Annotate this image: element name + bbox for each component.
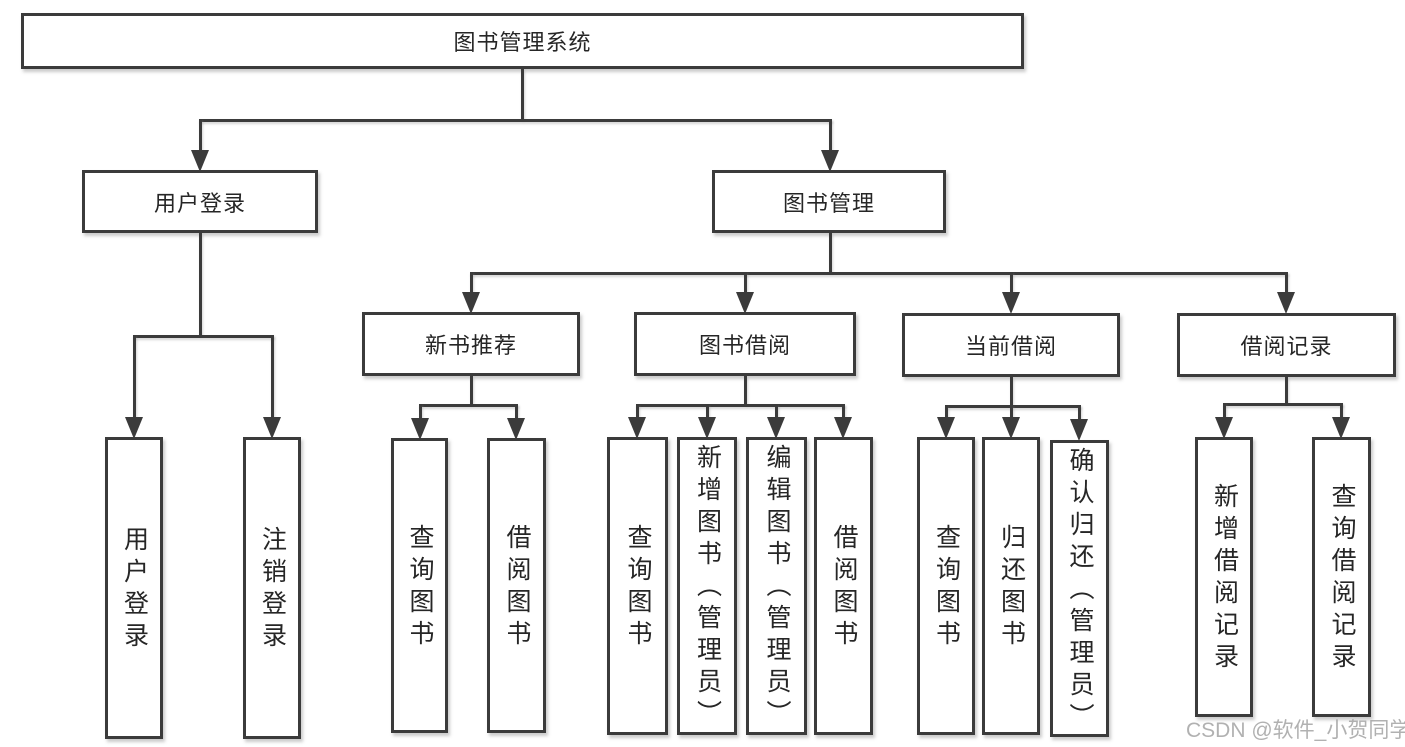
- connector-line: [829, 119, 832, 150]
- node-book-management: 图书管理: [712, 170, 946, 233]
- node-return-books: 归还图书: [982, 437, 1040, 735]
- connector-line: [636, 404, 845, 407]
- node-edit-book-admin: 编辑图书（管理员）: [746, 437, 807, 735]
- connector-line: [1010, 405, 1013, 419]
- connector-line: [1285, 272, 1288, 294]
- connector-line: [199, 233, 202, 335]
- connector-line: [1285, 377, 1288, 403]
- watermark-text: CSDN @软件_小贺同学: [1186, 719, 1405, 742]
- node-new-book-recommend: 新书推荐: [362, 312, 580, 376]
- arrow-down-icon: [821, 150, 839, 172]
- connector-line: [1340, 403, 1343, 419]
- node-user-login-leaf: 用户登录: [105, 437, 163, 739]
- arrow-down-icon: [736, 292, 754, 314]
- connector-line: [1010, 377, 1013, 405]
- connector-line: [199, 119, 202, 150]
- connector-line: [515, 404, 518, 420]
- arrow-down-icon: [411, 418, 429, 440]
- connector-line: [744, 272, 747, 294]
- connector-line: [842, 404, 845, 419]
- connector-line: [1010, 272, 1013, 294]
- connector-line: [945, 405, 948, 419]
- node-borrow-books-recommend: 借阅图书: [487, 438, 546, 733]
- arrow-down-icon: [507, 418, 525, 440]
- connector-line: [470, 376, 473, 404]
- node-logout-leaf: 注销登录: [243, 437, 301, 739]
- connector-line: [706, 404, 709, 419]
- arrow-down-icon: [1277, 292, 1295, 314]
- connector-line: [1078, 405, 1081, 419]
- connector-line: [521, 69, 524, 119]
- connector-line: [199, 119, 832, 122]
- node-current-borrow: 当前借阅: [902, 313, 1120, 377]
- arrow-down-icon: [1002, 292, 1020, 314]
- node-borrow-records: 借阅记录: [1177, 313, 1396, 377]
- connector-line: [775, 404, 778, 419]
- connector-line: [133, 335, 136, 419]
- node-query-borrow-record: 查询借阅记录: [1312, 437, 1371, 717]
- connector-line: [419, 404, 518, 407]
- connector-line: [470, 272, 1288, 275]
- arrow-down-icon: [1332, 417, 1350, 439]
- node-query-books-recommend: 查询图书: [391, 438, 448, 733]
- arrow-down-icon: [698, 417, 716, 439]
- connector-line: [419, 404, 422, 420]
- node-user-login: 用户登录: [82, 170, 318, 233]
- arrow-down-icon: [125, 417, 143, 439]
- connector-line: [829, 233, 832, 272]
- arrow-down-icon: [767, 417, 785, 439]
- connector-line: [636, 404, 639, 419]
- connector-line: [1223, 403, 1226, 419]
- node-query-books-borrow: 查询图书: [607, 437, 668, 735]
- node-book-borrow: 图书借阅: [634, 312, 856, 376]
- arrow-down-icon: [937, 417, 955, 439]
- node-borrow-books-leaf: 借阅图书: [814, 437, 873, 735]
- node-add-borrow-record: 新增借阅记录: [1195, 437, 1253, 717]
- connector-line: [1223, 403, 1343, 406]
- connector-line: [744, 376, 747, 404]
- connector-line: [271, 335, 274, 419]
- connector-line: [470, 272, 473, 294]
- arrow-down-icon: [1070, 419, 1088, 441]
- arrow-down-icon: [462, 292, 480, 314]
- arrow-down-icon: [191, 150, 209, 172]
- node-library-management-system: 图书管理系统: [21, 13, 1024, 69]
- arrow-down-icon: [1215, 417, 1233, 439]
- arrow-down-icon: [1002, 417, 1020, 439]
- node-query-books-current: 查询图书: [917, 437, 975, 735]
- connector-line: [945, 405, 1081, 408]
- node-confirm-return-admin: 确认归还（管理员）: [1050, 440, 1109, 737]
- arrow-down-icon: [628, 417, 646, 439]
- arrow-down-icon: [263, 417, 281, 439]
- connector-line: [133, 335, 274, 338]
- arrow-down-icon: [834, 417, 852, 439]
- node-add-book-admin: 新增图书（管理员）: [677, 437, 737, 735]
